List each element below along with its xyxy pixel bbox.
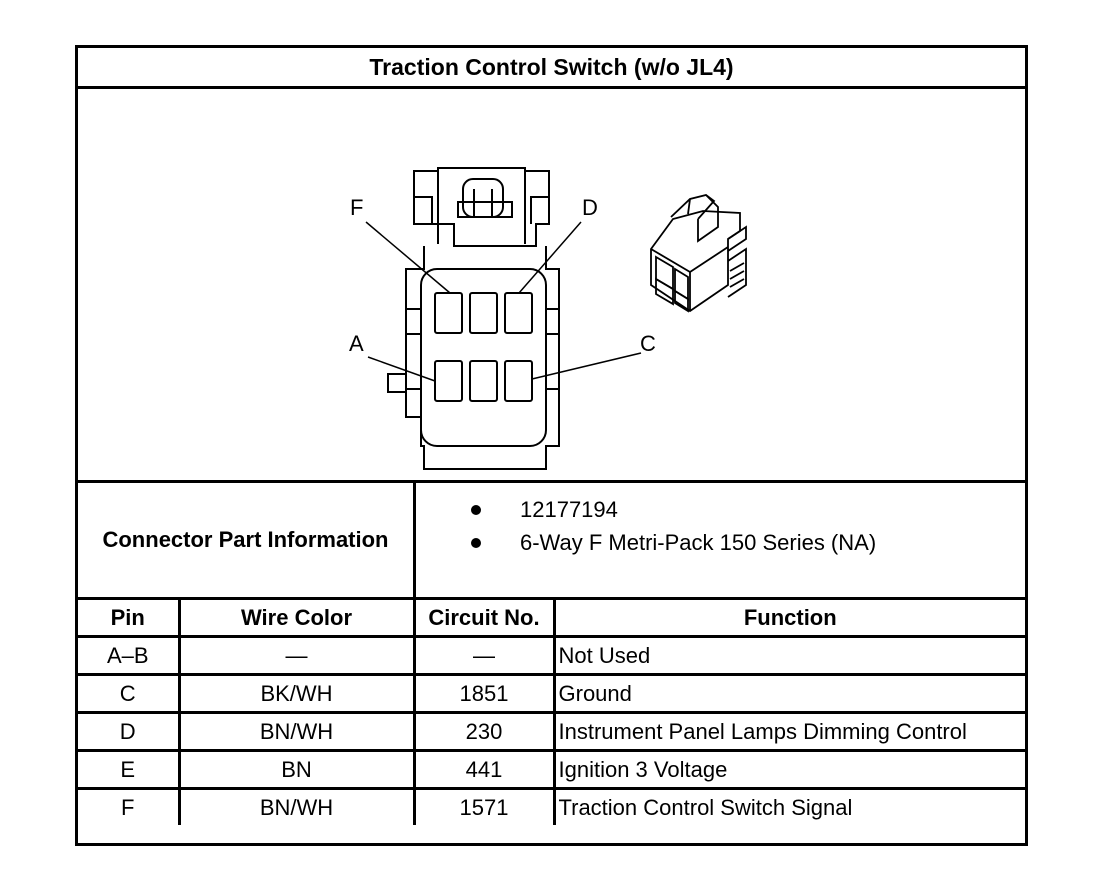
connector-part-info-list: 12177194 6-Way F Metri-Pack 150 Series (… <box>416 483 1025 597</box>
pin-cavities <box>434 292 533 402</box>
header-pin: Pin <box>78 600 181 638</box>
table-row: E BN 441 Ignition 3 Voltage <box>78 749 1025 790</box>
cell-circuit-no: 1851 <box>412 673 556 714</box>
cell-pin: A–B <box>78 635 181 676</box>
connector-body <box>387 167 560 470</box>
cell-circuit-no: 1571 <box>412 787 556 825</box>
part-number: 12177194 <box>520 497 618 522</box>
connector-description: 6-Way F Metri-Pack 150 Series (NA) <box>520 530 877 555</box>
page-title: Traction Control Switch (w/o JL4) <box>78 48 1025 89</box>
bullet-icon <box>471 538 481 548</box>
cell-function: Not Used <box>552 635 1025 676</box>
header-wire-color: Wire Color <box>177 600 416 638</box>
cell-circuit-no: 230 <box>412 711 556 752</box>
table-row: F BN/WH 1571 Traction Control Switch Sig… <box>78 787 1025 825</box>
cell-wire-color: BN/WH <box>177 711 416 752</box>
connector-part-info-label: Connector Part Information <box>78 483 416 597</box>
table-header-row: Pin Wire Color Circuit No. Function <box>78 600 1025 638</box>
cell-function: Ground <box>552 673 1025 714</box>
cell-pin: E <box>78 749 181 790</box>
cell-pin: D <box>78 711 181 752</box>
pin-table: Pin Wire Color Circuit No. Function A–B … <box>78 600 1025 825</box>
cell-function: Instrument Panel Lamps Dimming Control <box>552 711 1025 752</box>
cell-wire-color: BK/WH <box>177 673 416 714</box>
bullet-icon <box>471 505 481 515</box>
cell-wire-color: — <box>177 635 416 676</box>
pin-label-a: A <box>349 331 364 356</box>
cell-circuit-no: — <box>412 635 556 676</box>
pin-label-c: C <box>640 331 656 356</box>
cell-circuit-no: 441 <box>412 749 556 790</box>
header-circuit-no: Circuit No. <box>412 600 556 638</box>
table-row: C BK/WH 1851 Ground <box>78 673 1025 714</box>
cell-pin: C <box>78 673 181 714</box>
connector-document: Traction Control Switch (w/o JL4) <box>75 45 1028 846</box>
cell-function: Ignition 3 Voltage <box>552 749 1025 790</box>
cell-function: Traction Control Switch Signal <box>552 787 1025 825</box>
connector-face-drawing: F D A C <box>349 167 747 470</box>
connector-isometric-view <box>650 194 747 313</box>
cell-wire-color: BN <box>177 749 416 790</box>
table-row: D BN/WH 230 Instrument Panel Lamps Dimmi… <box>78 711 1025 752</box>
cell-pin: F <box>78 787 181 825</box>
pin-leader-lines <box>365 221 642 382</box>
connector-part-information: Connector Part Information 12177194 6-Wa… <box>78 483 1025 600</box>
cell-wire-color: BN/WH <box>177 787 416 825</box>
connector-diagram: F D A C <box>78 89 1025 483</box>
pin-label-f: F <box>350 195 363 220</box>
pin-label-d: D <box>582 195 598 220</box>
table-row: A–B — — Not Used <box>78 635 1025 676</box>
header-function: Function <box>552 600 1025 638</box>
